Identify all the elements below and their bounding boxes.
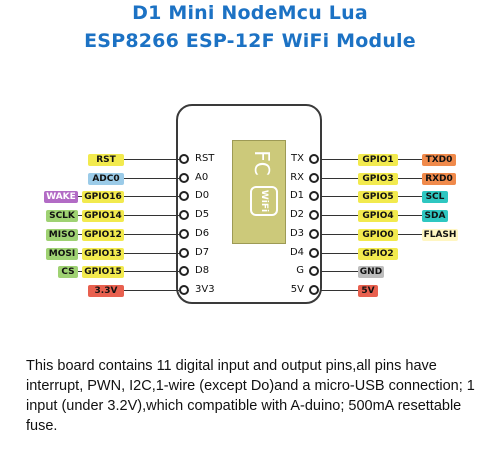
tag-connector: [78, 196, 82, 198]
pin-d5-left: [179, 210, 189, 221]
wire-rst: [124, 159, 179, 160]
pin-label-d8: D8: [195, 265, 210, 277]
title-line-2: ESP8266 ESP-12F WiFi Module: [84, 30, 416, 52]
pin-rst-left: [179, 154, 189, 164]
tag-rxd0: RXD0: [422, 172, 456, 185]
pin-label-g: G: [296, 265, 304, 277]
pin-5v-right: [309, 284, 319, 295]
description-text: This board contains 11 digital input and…: [26, 358, 475, 434]
tag-connector: [78, 271, 82, 273]
pin-label-d2: D2: [289, 209, 304, 221]
wire-tx: [321, 159, 358, 160]
pin-d0-left: [179, 191, 189, 202]
tag-gpio15: GPIO15: [82, 266, 124, 279]
pin-label-d1: D1: [289, 190, 304, 202]
wire-rx: [321, 177, 358, 179]
pin-d3-right: [309, 228, 319, 239]
pin-d8-left: [179, 266, 189, 277]
tag-gpio1: GPIO1: [358, 154, 398, 166]
tag-connector: [78, 233, 82, 235]
pin-label-rx: RX: [290, 171, 304, 183]
tag-scl: SCL: [422, 191, 448, 204]
pin-label-d4: D4: [289, 246, 304, 258]
wire-d6: [124, 233, 179, 235]
tag-gpio2: GPIO2: [358, 247, 398, 260]
wire-d0: [124, 196, 179, 198]
wire-g: [321, 271, 358, 273]
wire-a0: [124, 177, 179, 179]
wire-d2: [321, 215, 358, 217]
pin-label-d7: D7: [195, 246, 210, 258]
wire-3v3: [124, 289, 179, 291]
chip-fc-label: FC: [250, 150, 274, 176]
pin-label-tx: TX: [291, 153, 304, 164]
tag-gpio0: GPIO0: [358, 228, 398, 241]
tag-5v: 5V: [358, 284, 378, 297]
tag-mosi: MOSI: [46, 247, 78, 260]
pin-label-d0: D0: [195, 190, 210, 202]
tag-connector: [398, 196, 422, 198]
tag-connector: [398, 233, 422, 235]
wire-d4: [321, 252, 358, 254]
pin-d4-right: [309, 247, 319, 258]
wire-d8: [124, 271, 179, 273]
pin-d7-left: [179, 247, 189, 258]
tag-sda: SDA: [422, 210, 448, 223]
wifi-logo-icon: WiFi: [250, 186, 278, 216]
pin-rx-right: [309, 172, 319, 183]
tag-gpio12: GPIO12: [82, 228, 124, 241]
title-line-1: D1 Mini NodeMcu Lua: [132, 2, 368, 24]
tag-3-3v: 3.3V: [88, 284, 124, 297]
tag-flash: FLASH: [422, 228, 458, 241]
pin-d6-left: [179, 228, 189, 239]
wire-d3: [321, 233, 358, 235]
pin-label-a0: A0: [195, 171, 209, 183]
tag-rst: RST: [88, 154, 124, 166]
tag-wake: WAKE: [44, 191, 78, 204]
pin-g-right: [309, 266, 319, 277]
tag-gpio5: GPIO5: [358, 191, 398, 204]
tag-connector: [398, 177, 422, 179]
wire-d7: [124, 252, 179, 254]
tag-gpio16: GPIO16: [82, 191, 124, 204]
tag-gpio13: GPIO13: [82, 247, 124, 260]
tag-gnd: GND: [358, 266, 384, 279]
pin-d1-right: [309, 191, 319, 202]
tag-gpio3: GPIO3: [358, 172, 398, 185]
pin-label-rst: RST: [195, 153, 215, 164]
wire-5v: [321, 289, 358, 291]
pin-label-d5: D5: [195, 209, 210, 221]
tag-connector: [78, 215, 82, 217]
wifi-logo-text: WiFi: [259, 189, 269, 213]
pin-tx-right: [309, 154, 319, 164]
tag-connector: [78, 252, 82, 254]
tag-connector: [398, 159, 422, 160]
tag-sclk: SCLK: [46, 210, 78, 223]
pin-label-5v: 5V: [290, 283, 304, 295]
tag-gpio14: GPIO14: [82, 210, 124, 223]
wire-d1: [321, 196, 358, 198]
tag-miso: MISO: [46, 228, 78, 241]
tag-adc0: ADC0: [88, 172, 124, 185]
pin-a0-left: [179, 172, 189, 183]
pin-label-d6: D6: [195, 227, 210, 239]
pin-label-d3: D3: [289, 227, 304, 239]
tag-cs: CS: [58, 266, 78, 279]
tag-connector: [398, 215, 422, 217]
tag-gpio4: GPIO4: [358, 210, 398, 223]
pin-d2-right: [309, 210, 319, 221]
pin-3v3-left: [179, 284, 189, 295]
wire-d5: [124, 215, 179, 217]
pin-label-3v3: 3V3: [195, 283, 215, 295]
tag-txd0: TXD0: [422, 154, 456, 166]
